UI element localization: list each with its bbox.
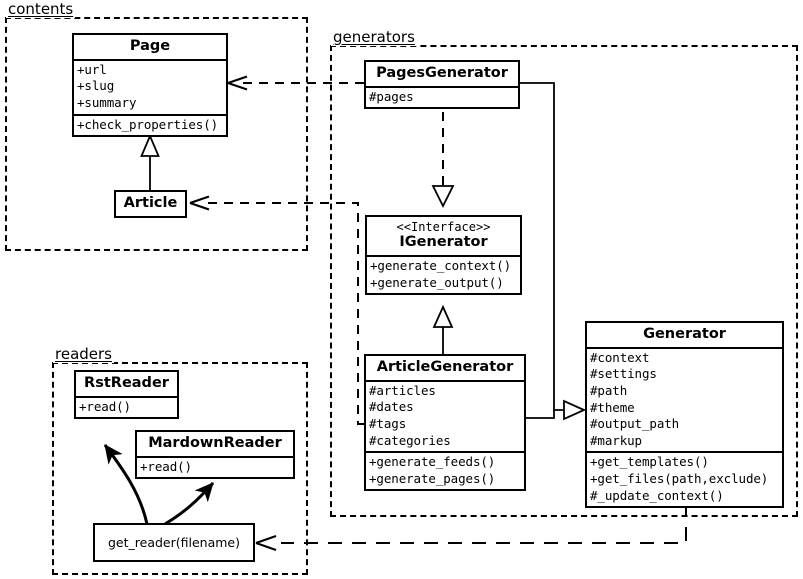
attribute: #pages — [369, 88, 414, 104]
attribute: #path — [590, 382, 628, 398]
class-rstreader[interactable]: RstReader +read() — [74, 370, 179, 420]
attribute: #categories — [369, 432, 451, 448]
attribute: #dates — [369, 399, 414, 415]
package-contents-label: contents — [6, 0, 76, 18]
operation: +get_templates() — [590, 454, 709, 470]
attribute: +url — [77, 61, 107, 77]
class-article-title: Article — [123, 195, 178, 211]
class-articlegenerator-attributes: #articles #dates #tags #categories — [366, 379, 524, 452]
operation: +read() — [79, 398, 131, 414]
class-page-title: Page — [129, 38, 171, 54]
package-generators — [330, 45, 798, 517]
class-igenerator-stereotype: <<Interface>> — [396, 220, 491, 234]
operation: +check_properties() — [77, 116, 219, 132]
class-mardownreader[interactable]: MardownReader +read() — [135, 430, 295, 480]
class-articlegenerator-title: ArticleGenerator — [376, 359, 514, 375]
class-pagesgenerator-attributes: #pages — [366, 85, 518, 108]
class-article[interactable]: Article — [114, 190, 187, 218]
node-get-reader-label: get_reader(filename) — [108, 535, 240, 550]
class-pagesgenerator[interactable]: PagesGenerator #pages — [364, 60, 520, 110]
operation: +get_files(path,exclude) — [590, 471, 769, 487]
attribute: #articles — [369, 382, 436, 398]
operation: #_update_context() — [590, 487, 724, 503]
operation: +generate_context() — [370, 258, 512, 274]
class-rstreader-title: RstReader — [84, 375, 169, 391]
class-generator[interactable]: Generator #context #settings #path #them… — [585, 321, 784, 509]
operation: +read() — [140, 458, 192, 474]
class-pagesgenerator-title: PagesGenerator — [376, 65, 508, 81]
class-articlegenerator-operations: +generate_feeds() +generate_pages() — [366, 451, 524, 489]
class-igenerator-name: IGenerator — [399, 234, 488, 251]
attribute: #output_path — [590, 416, 680, 432]
class-mardownreader-operations: +read() — [137, 455, 293, 478]
class-page[interactable]: Page +url +slug +summary +check_properti… — [72, 33, 228, 138]
attribute: #context — [590, 349, 650, 365]
attribute: #theme — [590, 399, 635, 415]
class-igenerator-title: <<Interface>> IGenerator — [367, 217, 520, 255]
package-readers-label: readers — [53, 345, 114, 363]
attribute: #markup — [590, 432, 642, 448]
node-get-reader[interactable]: get_reader(filename) — [93, 523, 255, 562]
attribute: +slug — [77, 78, 115, 94]
package-generators-label: generators — [331, 28, 417, 46]
package-contents — [5, 17, 308, 251]
class-generator-operations: +get_templates() +get_files(path,exclude… — [587, 451, 782, 506]
attribute: #tags — [369, 415, 407, 431]
attribute: +summary — [77, 94, 137, 110]
class-generator-title: Generator — [643, 326, 726, 342]
class-articlegenerator[interactable]: ArticleGenerator #articles #dates #tags … — [364, 354, 526, 492]
operation: +generate_output() — [370, 274, 504, 290]
class-mardownreader-title: MardownReader — [148, 435, 282, 451]
class-page-operations: +check_properties() — [74, 113, 226, 136]
class-rstreader-operations: +read() — [76, 395, 177, 418]
package-readers — [52, 362, 308, 575]
class-page-attributes: +url +slug +summary — [74, 58, 226, 114]
attribute: #settings — [590, 366, 657, 382]
operation: +generate_pages() — [369, 470, 496, 486]
class-generator-attributes: #context #settings #path #theme #output_… — [587, 346, 782, 452]
class-igenerator[interactable]: <<Interface>> IGenerator +generate_conte… — [365, 215, 522, 296]
operation: +generate_feeds() — [369, 454, 496, 470]
class-igenerator-operations: +generate_context() +generate_output() — [367, 255, 520, 293]
